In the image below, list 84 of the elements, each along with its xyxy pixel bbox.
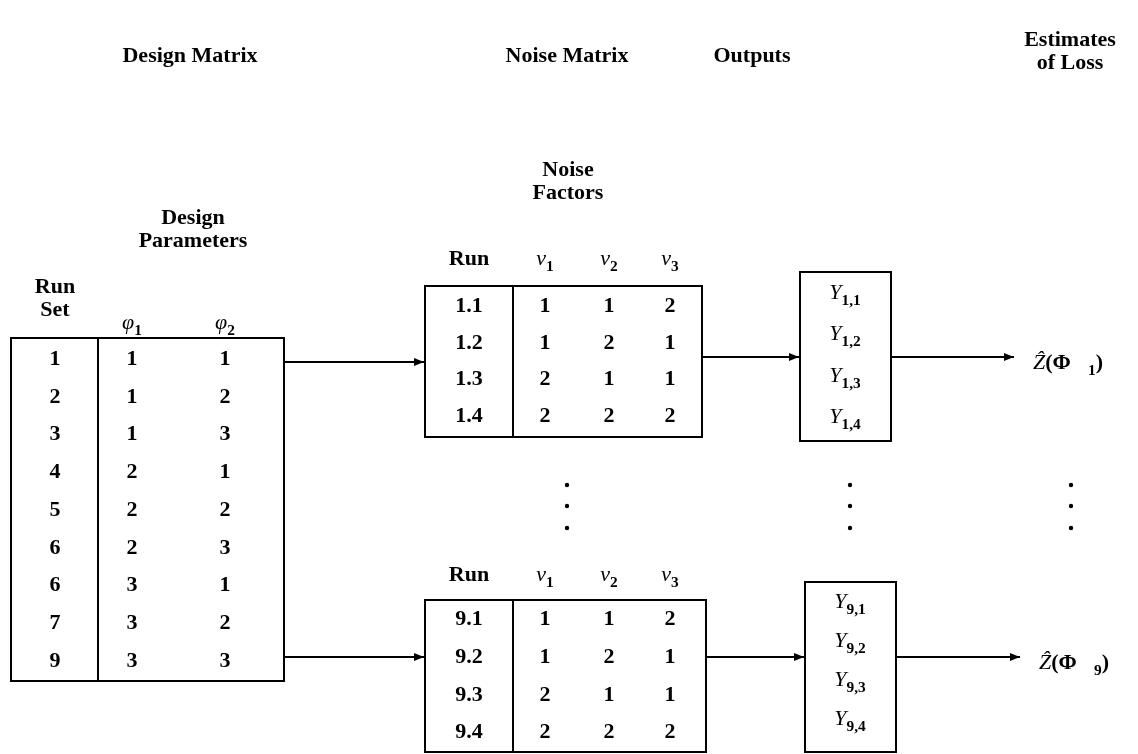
table-value: 1 (603, 606, 615, 630)
table-value: 1 (49, 346, 61, 370)
table-value: 2 (49, 384, 61, 408)
arrow (702, 353, 800, 361)
arrow (706, 653, 805, 661)
table-value: 1.3 (455, 366, 483, 390)
table-value: 1 (603, 366, 615, 390)
table-value: 6 (49, 572, 61, 596)
loss-estimate: Ẑ(Φ⃗$_{9}$) (1039, 650, 1109, 674)
column-header: ν$_{2}$ (600, 562, 618, 586)
table-value: 2 (603, 403, 615, 427)
section-heading: Outputs (713, 43, 791, 67)
table-value: 1.2 (455, 330, 483, 354)
table-value: 2 (603, 330, 615, 354)
table-value: 2 (126, 534, 138, 559)
table-value: 2 (603, 644, 615, 668)
table-value: 9.4 (455, 719, 483, 743)
table-value: 1 (219, 459, 231, 483)
column-header: ν$_{1}$ (536, 562, 554, 586)
table-value: 2 (219, 610, 231, 634)
table-value: 1 (539, 606, 551, 630)
column-header: ν$_{1}$ (536, 246, 554, 270)
table-value: 1 (219, 572, 231, 596)
table-value: 1 (539, 293, 551, 317)
table-value: 2 (664, 719, 676, 743)
table-value: 1 (664, 366, 676, 390)
table-value: 2 (126, 459, 138, 483)
table-value: 9 (49, 648, 61, 672)
table-value: 2 (219, 497, 231, 521)
table-value: 3 (126, 610, 138, 634)
table-value: 2 (603, 719, 615, 743)
table-value: 2 (664, 606, 676, 630)
table-value: 1 (664, 330, 676, 354)
table-value: 4 (49, 459, 61, 483)
table-value: 3 (49, 421, 61, 445)
column-header: Noise Factors (532, 156, 604, 204)
table-value: 3 (219, 534, 231, 559)
table-value: 6 (49, 534, 61, 559)
table-value: 3 (126, 648, 138, 672)
column-header: Run (448, 562, 490, 586)
table-value: 1 (126, 384, 138, 408)
table-value: 2 (539, 682, 551, 706)
section-heading: Design Matrix (122, 43, 258, 67)
column-header: Design Parameters (138, 204, 248, 252)
table-value: 3 (219, 421, 231, 445)
column-header: ν$_{3}$ (661, 246, 679, 270)
table-value: 2 (664, 403, 676, 427)
table-value: 7 (49, 610, 61, 634)
column-header: φ$_{1}$ (122, 310, 142, 334)
table-value: 1 (219, 346, 231, 370)
arrow (284, 653, 425, 661)
arrow (891, 353, 1015, 361)
table-value: 2 (539, 719, 551, 743)
table-value: 3 (219, 648, 231, 672)
column-header: Run Set (34, 273, 76, 321)
table-value: 1 (126, 346, 138, 370)
table-value: 9.1 (455, 606, 483, 630)
table-value: 2 (219, 384, 231, 408)
table-value: 1 (539, 330, 551, 354)
table-value: 1 (603, 682, 615, 706)
table-value: 9.3 (455, 682, 483, 706)
table-value: 2 (664, 293, 676, 317)
table-value: 1 (539, 644, 551, 668)
table-value: 1 (603, 293, 615, 317)
table-value: 2 (126, 497, 138, 521)
column-header: ν$_{3}$ (661, 562, 679, 586)
table-value: 3 (126, 572, 138, 596)
section-heading: Noise Matrix (505, 43, 629, 67)
section-heading: Estimates of Loss (1024, 26, 1116, 74)
table-value: 2 (539, 366, 551, 390)
column-header: Run (448, 246, 490, 270)
table-value: 2 (539, 403, 551, 427)
loss-estimate: Ẑ(Φ⃗$_{1}$) (1033, 350, 1103, 374)
table-value: 9.2 (455, 644, 483, 668)
table-value: 1.1 (455, 293, 483, 317)
column-header: ν$_{2}$ (600, 246, 618, 270)
arrow (284, 358, 425, 366)
table-value: 1 (664, 682, 676, 706)
table-value: 1.4 (455, 403, 483, 427)
table-value: 1 (126, 421, 138, 445)
arrow (896, 653, 1021, 661)
table-value: 1 (664, 644, 676, 668)
table-value: 5 (49, 497, 61, 521)
column-header: φ$_{2}$ (215, 310, 235, 334)
